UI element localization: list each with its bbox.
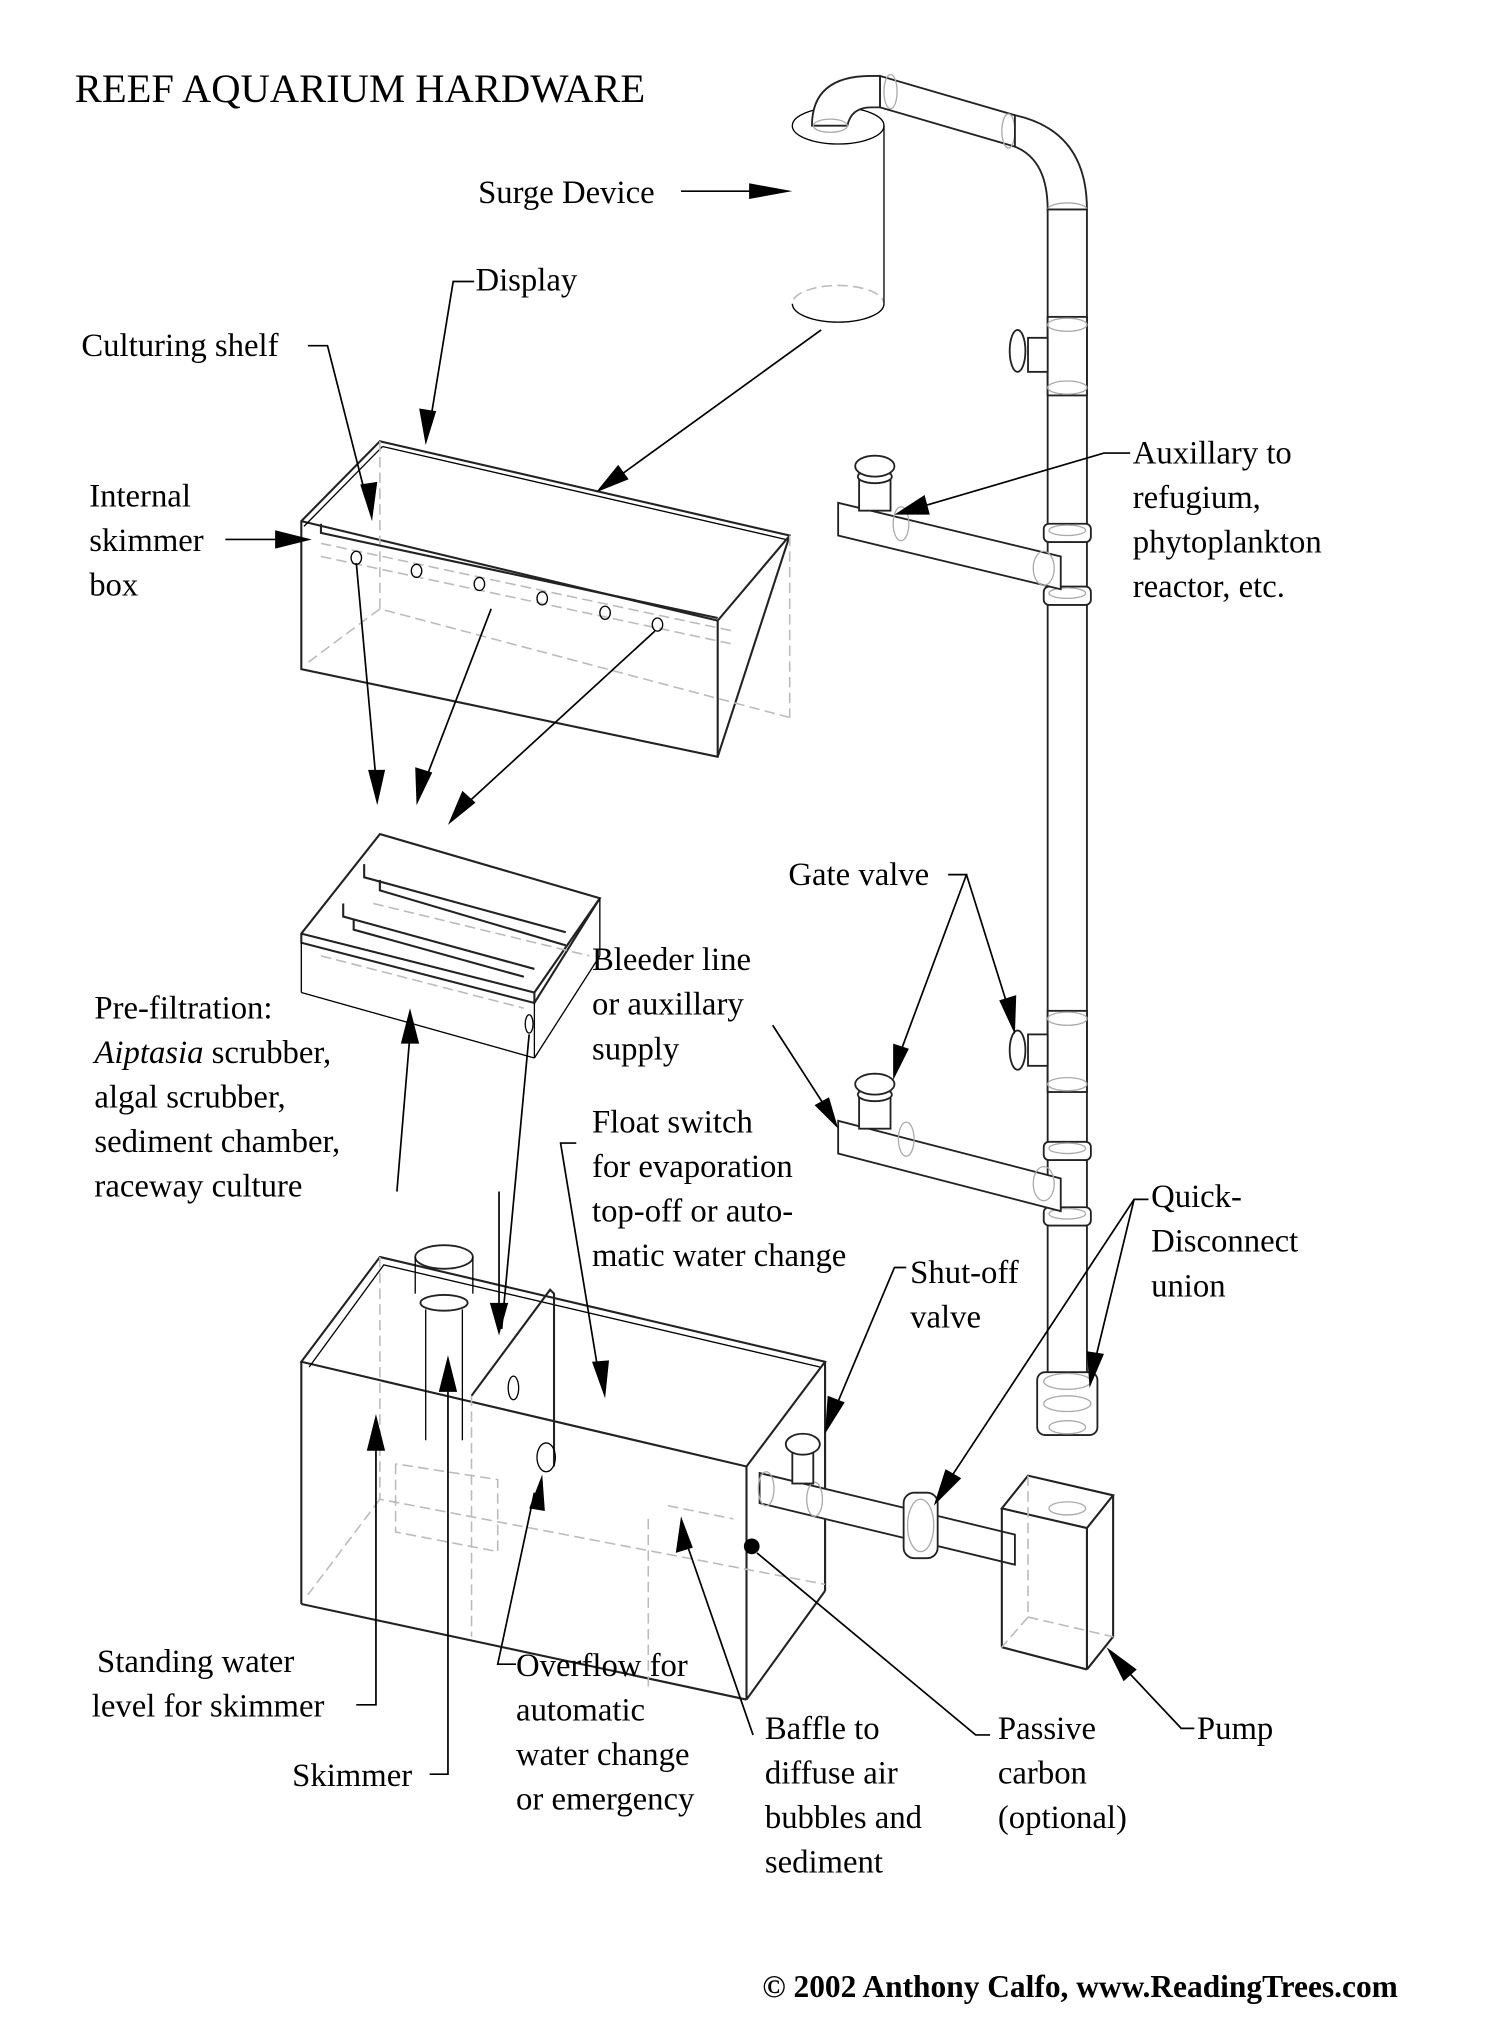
svg-text:Overflow for: Overflow for xyxy=(516,1648,688,1684)
riser-quick-disconnect xyxy=(1036,1371,1099,1436)
svg-text:sediment: sediment xyxy=(765,1844,883,1880)
svg-text:bubbles and: bubbles and xyxy=(765,1800,922,1836)
svg-text:refugium,: refugium, xyxy=(1133,480,1261,516)
svg-text:Aiptasia scrubber,: Aiptasia scrubber, xyxy=(92,1035,331,1071)
svg-text:for evaporation: for evaporation xyxy=(592,1149,793,1185)
svg-text:Float switch: Float switch xyxy=(592,1105,753,1141)
svg-text:Shut-off: Shut-off xyxy=(910,1255,1019,1291)
svg-text:or emergency: or emergency xyxy=(516,1782,695,1818)
svg-text:Internal: Internal xyxy=(89,479,191,515)
label-internal-skimmer-box: Internal skimmer box xyxy=(89,479,204,604)
aiptasia-italic: Aiptasia xyxy=(92,1035,203,1071)
label-auxillary: Auxillary to refugium, phytoplankton rea… xyxy=(1133,436,1322,606)
leader-lines xyxy=(225,183,1195,1776)
svg-text:(optional): (optional) xyxy=(998,1800,1127,1836)
return-pipe xyxy=(837,73,1099,1436)
label-shut-off-valve: Shut-off valve xyxy=(910,1255,1019,1336)
svg-text:matic water change: matic water change xyxy=(592,1238,846,1274)
label-skimmer: Skimmer xyxy=(292,1758,412,1794)
pump xyxy=(999,1474,1115,1671)
svg-text:Auxillary to: Auxillary to xyxy=(1133,436,1292,472)
lower-tee-unions xyxy=(1042,1140,1092,1227)
svg-text:reactor, etc.: reactor, etc. xyxy=(1133,569,1285,605)
upper-gate-valve xyxy=(1008,315,1088,397)
auxiliary-branch xyxy=(837,454,1062,591)
label-overflow: Overflow for automatic water change or e… xyxy=(516,1648,695,1818)
label-pre-filtration: Pre-filtration: Aiptasia scrubber, algal… xyxy=(92,991,340,1205)
label-passive-carbon: Passive carbon (optional) xyxy=(998,1711,1127,1836)
overflow-holes xyxy=(350,550,664,632)
svg-text:box: box xyxy=(89,568,138,604)
svg-text:carbon: carbon xyxy=(998,1755,1087,1791)
svg-text:water change: water change xyxy=(516,1737,689,1773)
bleeder-branch xyxy=(837,1072,1062,1213)
pump-line xyxy=(757,1432,1016,1566)
svg-text:Quick-: Quick- xyxy=(1151,1179,1242,1215)
pre-filter-box xyxy=(300,832,602,1059)
svg-text:sediment chamber,: sediment chamber, xyxy=(94,1124,340,1160)
svg-text:raceway culture: raceway culture xyxy=(94,1169,302,1205)
upper-tee-unions xyxy=(1042,522,1092,606)
label-quick-disconnect: Quick- Disconnect union xyxy=(1151,1179,1298,1304)
display-tank xyxy=(300,440,792,759)
diagram-title: REEF AQUARIUM HARDWARE xyxy=(75,66,645,111)
label-pump: Pump xyxy=(1197,1711,1273,1747)
label-surge-device: Surge Device xyxy=(478,175,655,211)
skimmer-body xyxy=(394,1244,499,1553)
label-culturing-shelf: Culturing shelf xyxy=(81,328,278,364)
label-standing-water: Standing water level for skimmer xyxy=(92,1644,325,1725)
svg-text:valve: valve xyxy=(910,1300,981,1336)
surge-device xyxy=(791,75,885,323)
svg-text:supply: supply xyxy=(592,1031,680,1067)
lower-gate-valve xyxy=(1008,1009,1088,1093)
svg-text:phytoplankton: phytoplankton xyxy=(1133,525,1322,561)
svg-text:Bleeder line: Bleeder line xyxy=(592,942,751,978)
svg-text:Pre-filtration:: Pre-filtration: xyxy=(94,991,272,1027)
svg-text:union: union xyxy=(1151,1268,1226,1304)
label-bleeder-line: Bleeder line or auxillary supply xyxy=(592,942,751,1067)
carbon-dot xyxy=(743,1538,760,1555)
svg-text:diffuse air: diffuse air xyxy=(765,1755,898,1791)
svg-text:Disconnect: Disconnect xyxy=(1151,1224,1298,1260)
svg-text:Passive: Passive xyxy=(998,1711,1096,1747)
label-display: Display xyxy=(475,263,577,299)
label-gate-valve: Gate valve xyxy=(788,857,929,893)
svg-text:automatic: automatic xyxy=(516,1693,645,1729)
copyright: © 2002 Anthony Calfo, www.ReadingTrees.c… xyxy=(762,1969,1398,2004)
svg-text:Baffle to: Baffle to xyxy=(765,1711,880,1747)
svg-text:or auxillary: or auxillary xyxy=(592,987,744,1023)
label-float-switch: Float switch for evaporation top-off or … xyxy=(592,1105,846,1275)
sump xyxy=(299,1244,827,1701)
label-baffle: Baffle to diffuse air bubbles and sedime… xyxy=(765,1711,922,1881)
scrubber-text: scrubber, xyxy=(204,1035,332,1071)
svg-text:Standing water: Standing water xyxy=(97,1644,294,1680)
svg-text:skimmer: skimmer xyxy=(89,523,204,559)
svg-text:level for skimmer: level for skimmer xyxy=(92,1689,325,1725)
svg-text:algal scrubber,: algal scrubber, xyxy=(94,1080,285,1116)
svg-text:top-off or auto-: top-off or auto- xyxy=(592,1194,793,1230)
